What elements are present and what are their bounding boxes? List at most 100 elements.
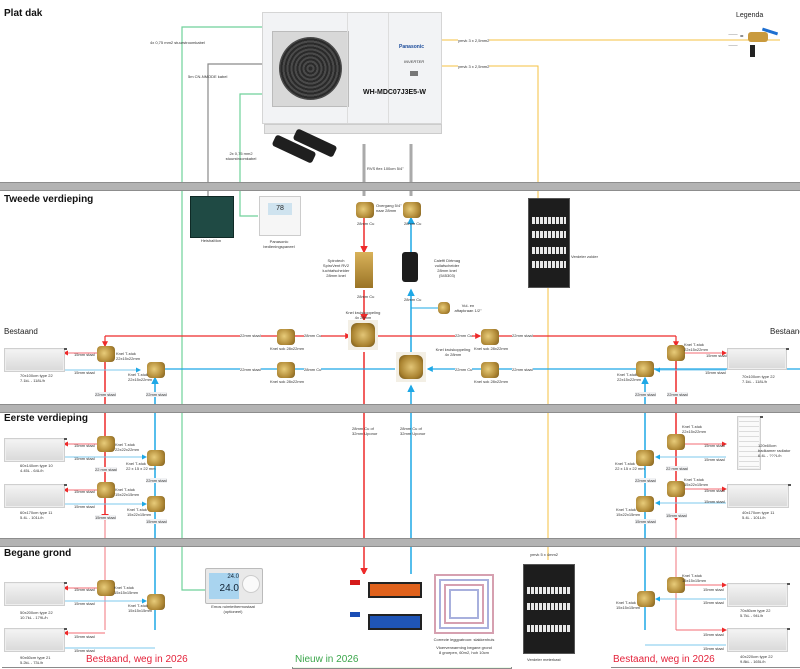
label-pipe: 15mm staal (74, 456, 95, 461)
tee-supply (667, 434, 685, 450)
coupling-sock (277, 329, 295, 345)
zone-label-existing-left: Bestaand (4, 327, 38, 336)
label-power-2: ymvk 3 x 2,5mm2 (458, 64, 490, 69)
underfloor-manifold (344, 574, 424, 636)
label-transition: Overgang 5/4"naar 28mm (376, 203, 402, 213)
label-pipe: 15mm staal (146, 519, 167, 524)
label-pipe: 22mm staal (240, 333, 261, 338)
spirovent-air-separator (355, 252, 373, 288)
radiator (4, 348, 67, 372)
label-pipe: 22mm Cu (455, 333, 473, 338)
label-pipe: 15mm staal (74, 648, 95, 653)
label-pipe: 15mm staal (74, 601, 95, 606)
label-distributor-meter: Verdeler meterkast (527, 657, 561, 662)
label-pipe: 22mm staal (635, 478, 656, 483)
heatpump-model: WH-MDC07J3E5-W (363, 89, 427, 96)
label-pipe: 15mm staal (706, 353, 727, 358)
tee-return (147, 362, 165, 378)
tee-return (636, 361, 654, 377)
zone-label-removed-left: Bestaand, weg in 2026 (86, 654, 188, 665)
radiator (727, 484, 791, 508)
fill-drain-valve (438, 302, 450, 314)
label-cu28: 28mm Cu (404, 221, 422, 226)
label-power-1: ymvk 3 x 2,5mm2 (458, 38, 490, 43)
tee-return (636, 496, 654, 512)
thermostat-display: 24.0 24.0 (209, 573, 239, 599)
floor-title-second: Tweede verdieping (4, 194, 94, 205)
coupling-sock (481, 362, 499, 378)
radiator (727, 628, 790, 652)
manifold-supply-bar (368, 582, 422, 598)
zone-label-new: Nieuw in 2026 (295, 654, 359, 665)
tee-return (147, 496, 165, 512)
radiator (4, 628, 67, 652)
radiator (727, 583, 790, 607)
transition-fitting-return (403, 202, 421, 218)
label-pipe: 15mm staal (74, 634, 95, 639)
label-pipe: 15mm staal (704, 499, 725, 504)
label-pipe: 22mm staal (146, 478, 167, 483)
label-pipe: 15mm staal (704, 443, 725, 448)
label-thermostat: Emos ruimtethermostaat(optioneel) (211, 604, 255, 614)
floor-slab-second (0, 404, 800, 413)
panasonic-control-panel: 78 (259, 196, 301, 236)
tee-supply (97, 482, 115, 498)
cn-nmode-cable (207, 63, 262, 196)
label-pipe: 15mm staal (635, 519, 656, 524)
power-cable-2 (440, 65, 539, 200)
label-pipe: 15mm staal (666, 513, 687, 518)
label-pipe: 15mm staal (704, 457, 725, 462)
tee-supply (667, 345, 685, 361)
label-pipe: 22mm staal (512, 367, 533, 372)
tee-supply (97, 580, 115, 596)
tee-supply (667, 577, 685, 593)
label-power-meter: ymvk 5 x 4mm2 (530, 552, 559, 557)
label-pipe: 15mm staal (703, 632, 724, 637)
radiator (4, 484, 67, 508)
label-cu28: 28mm Cu (357, 221, 375, 226)
label-coupling: Knel sok 28x22mm (270, 379, 305, 384)
floor-title-roof: Plat dak (4, 8, 43, 19)
label-pipe: 22mm staal (240, 367, 261, 372)
dirtmag-dirt-separator (402, 252, 418, 282)
label-pipe: 15mm staal (74, 352, 95, 357)
room-thermostat: 24.0 24.0 (205, 568, 263, 604)
tee-return (147, 594, 165, 610)
distribution-panel-attic (528, 198, 570, 288)
drain-tap-icon (750, 45, 755, 57)
ball-valve-icon (748, 32, 768, 42)
underfloor-heating-pattern (426, 570, 502, 646)
radiator (4, 582, 67, 606)
label-pipe: 15mm staal (74, 504, 95, 509)
panel-display: 78 (268, 203, 292, 215)
label-pipe: 22 mm staal (666, 466, 688, 471)
coupling-sock (277, 362, 295, 378)
zone-label-existing-right: Bestaand (770, 327, 800, 336)
floor-title-first: Eerste verdieping (4, 413, 88, 424)
label-pipe: 15mm staal (95, 515, 116, 520)
label-pipe: 22mm staal (146, 392, 167, 397)
coupling-sock (481, 329, 499, 345)
